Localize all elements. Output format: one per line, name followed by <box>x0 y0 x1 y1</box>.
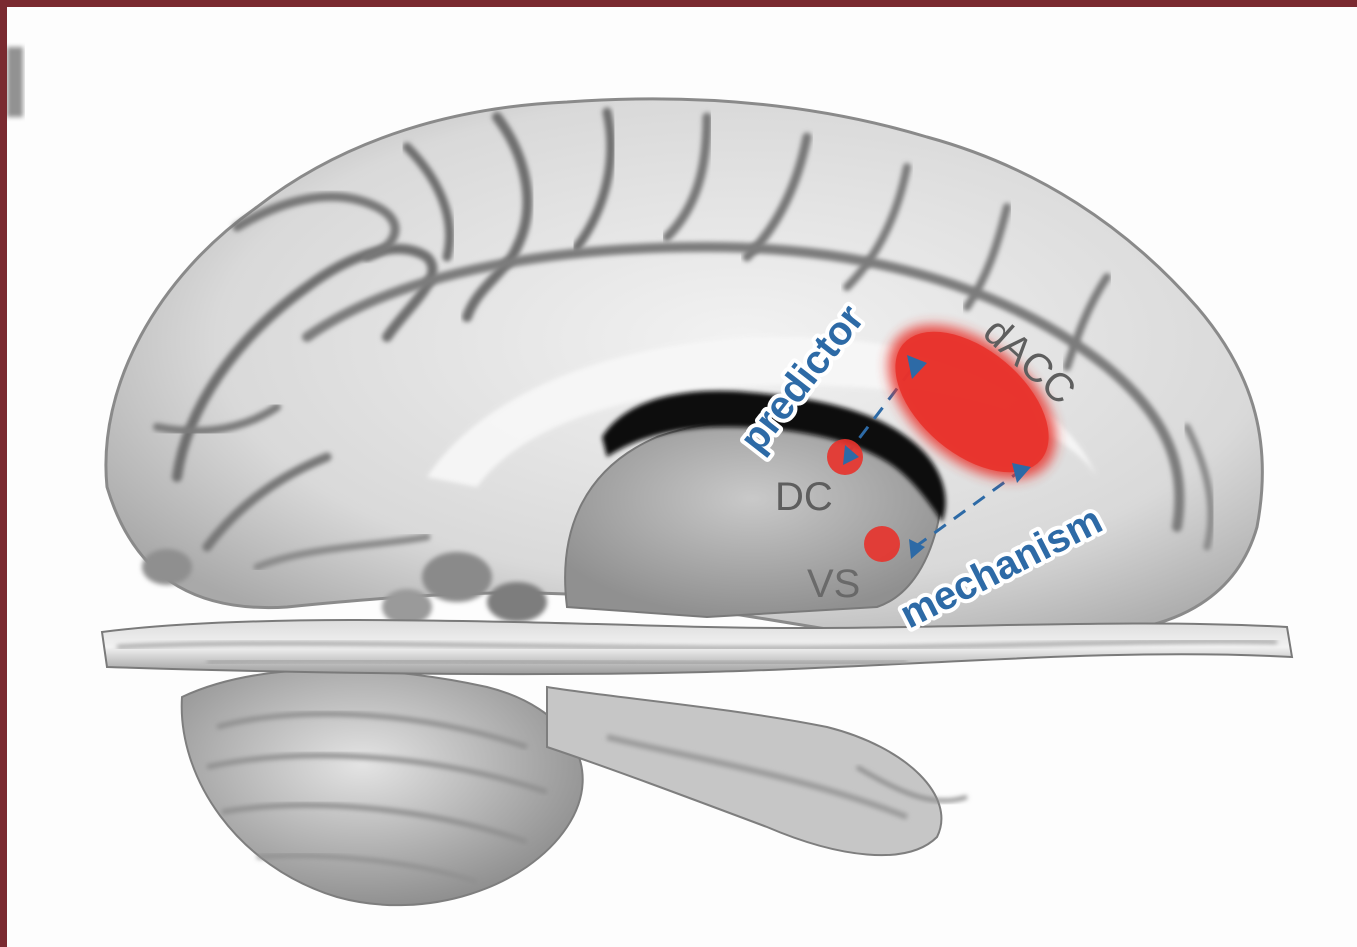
label-vs: VS <box>807 562 860 606</box>
vs-region <box>864 526 900 562</box>
cerebellum <box>182 670 583 906</box>
brainstem <box>547 687 967 855</box>
label-dc: DC <box>775 475 833 519</box>
brain-diagram: dACC DC VS predictor predictor mechanism… <box>7 7 1357 947</box>
corner-artifact <box>7 47 23 117</box>
